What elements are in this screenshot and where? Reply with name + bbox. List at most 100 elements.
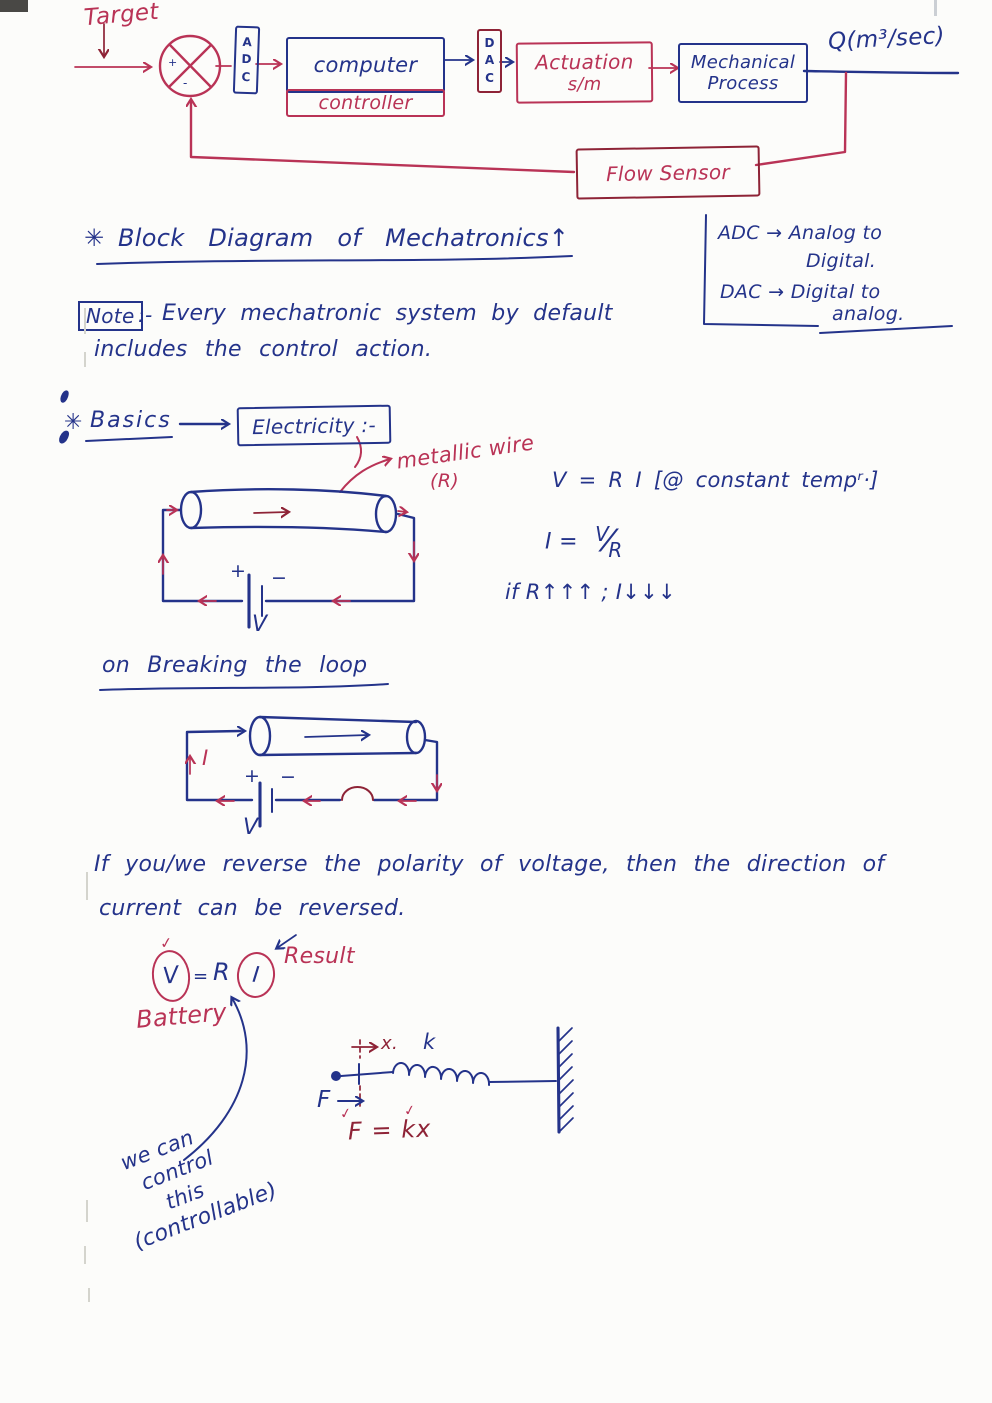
dac-block: D A C <box>477 29 502 93</box>
resistance-label: (R) <box>430 470 459 492</box>
control-annotation: we can control this (controllable) <box>100 1103 281 1257</box>
adc-block: A D C <box>232 25 261 95</box>
actuation-label-line2: s/m <box>567 73 602 96</box>
fraction-slash: ⁄ <box>606 524 612 559</box>
basics-bullet: ✳ <box>64 410 83 435</box>
ink-blot-top <box>59 389 70 404</box>
circuit1-drawing <box>161 488 416 629</box>
wire-cylinder-top <box>189 488 388 498</box>
margin-mark-2 <box>84 352 86 367</box>
target-label: Target <box>83 0 160 32</box>
current-equation: I = V ⁄ R <box>545 521 623 562</box>
battery1-voltage-label: V <box>252 612 268 637</box>
equals-sign: = <box>193 966 209 987</box>
flow-sensor-block: Flow Sensor <box>575 145 761 200</box>
sum-plus-sign: + <box>168 56 178 69</box>
mechanical-label-line1: Mechanical <box>690 52 796 73</box>
r-symbol: R <box>213 958 230 986</box>
computer-block: computer <box>286 37 445 93</box>
fraction-numerator: V <box>595 521 610 546</box>
spring-to-wall-line <box>488 1080 557 1083</box>
output-flow-label: Q(m³/sec) <box>827 22 946 56</box>
computer-label: computer <box>313 53 418 77</box>
legend-adc-line1: ADC → Analog to <box>718 222 883 244</box>
note-box: Note <box>78 301 143 331</box>
margin-mark-5 <box>84 1246 86 1264</box>
circuit2-loop <box>185 729 439 802</box>
wire2-right-end <box>405 719 427 755</box>
wire-cylinder-bottom <box>189 525 388 534</box>
spring-formula: F = kx <box>347 1114 432 1146</box>
circuit1-loop <box>161 508 416 603</box>
wire2-bottom <box>258 751 418 757</box>
wire2-left-end <box>248 715 272 757</box>
breaking-underline <box>99 683 389 691</box>
margin-mark-4 <box>86 1200 88 1222</box>
page-title: Block Diagram of Mechatronics↑ <box>118 224 570 252</box>
mechanical-process-block: Mechanical Process <box>678 43 808 103</box>
battery1-minus: − <box>271 567 287 589</box>
controller-label: controller <box>318 92 413 114</box>
basics-label: Basics <box>90 408 172 433</box>
ohms-law-equation: V = R I [@ constant tempʳ·] <box>552 468 879 492</box>
dac-letter-a: A <box>484 53 495 68</box>
wall-hatching <box>557 1027 574 1133</box>
margin-mark-3 <box>86 872 88 900</box>
note-line1: Every mechatronic system by default <box>162 301 613 326</box>
fraction-denominator: R <box>608 537 623 562</box>
electricity-box: Electricity :- <box>236 404 392 447</box>
basics-underline <box>85 436 173 442</box>
breaking-loop-title: on Breaking the loop <box>102 653 368 678</box>
heading-bullet: ✳ <box>84 224 105 252</box>
note-line2: includes the control action. <box>94 337 433 362</box>
heading-underline <box>96 255 573 265</box>
flow-sensor-label: Flow Sensor <box>605 159 731 186</box>
battery2-plus: + <box>244 765 260 787</box>
i-circled: I <box>234 950 278 1000</box>
force-label: F <box>317 1087 331 1113</box>
legend-dac-line2: analog. <box>832 303 905 325</box>
loop-break-hump <box>341 786 374 801</box>
spring-lead-line <box>340 1071 394 1077</box>
dac-letter-c: C <box>485 70 494 85</box>
x-displacement-label: x. <box>381 1033 398 1054</box>
battery-annotation: Battery <box>134 998 228 1034</box>
spring-anchor-dot <box>331 1071 341 1081</box>
result-label: Result <box>284 944 355 969</box>
i-symbol: I <box>251 962 261 988</box>
wire2-top <box>258 715 418 724</box>
metallic-wire-label: metallic wire <box>395 430 536 474</box>
adc-letter-d: D <box>241 52 252 67</box>
sum-minus-sign: - <box>183 76 188 90</box>
actuation-block: Actuation s/m <box>515 41 654 104</box>
adc-letter-a: A <box>242 34 253 50</box>
flow-arrow-top-right <box>397 511 406 512</box>
legend-dac-line1: DAC → Digital to <box>720 281 881 303</box>
v-symbol: V <box>161 962 181 990</box>
spring-coil <box>392 1061 491 1086</box>
current-equation-lhs: I = <box>545 529 578 555</box>
dac-letter-d: D <box>484 35 495 50</box>
legend-adc-line2: Digital. <box>806 250 877 272</box>
relation-equation: if R↑↑↑ ; I↓↓↓ <box>505 580 676 604</box>
electricity-label: Electricity :- <box>251 412 377 439</box>
metallic-wire-arrow <box>339 459 390 493</box>
note-colon: :- <box>138 303 153 327</box>
paragraph-line1: If you/we reverse the polarity of voltag… <box>94 852 885 877</box>
controller-block: controller <box>286 89 445 117</box>
adc-letter-c: C <box>241 69 251 84</box>
wire-cylinder-left-end <box>179 490 203 530</box>
wall-line <box>556 1026 561 1134</box>
metallic-wire-annotation <box>339 436 390 493</box>
wire2-current-arrow <box>304 735 368 737</box>
battery2-voltage-label: V <box>243 815 259 840</box>
current-direction-arrow <box>253 512 288 513</box>
wire-cylinder-right-end <box>374 494 398 534</box>
margin-mark-6 <box>88 1288 90 1302</box>
actuation-label-line1: Actuation <box>535 49 634 75</box>
scan-edge-artifact <box>934 0 937 16</box>
margin-mark-1 <box>84 308 86 334</box>
spring-constant-label: k <box>423 1030 436 1054</box>
v-circled: V <box>148 947 194 1005</box>
